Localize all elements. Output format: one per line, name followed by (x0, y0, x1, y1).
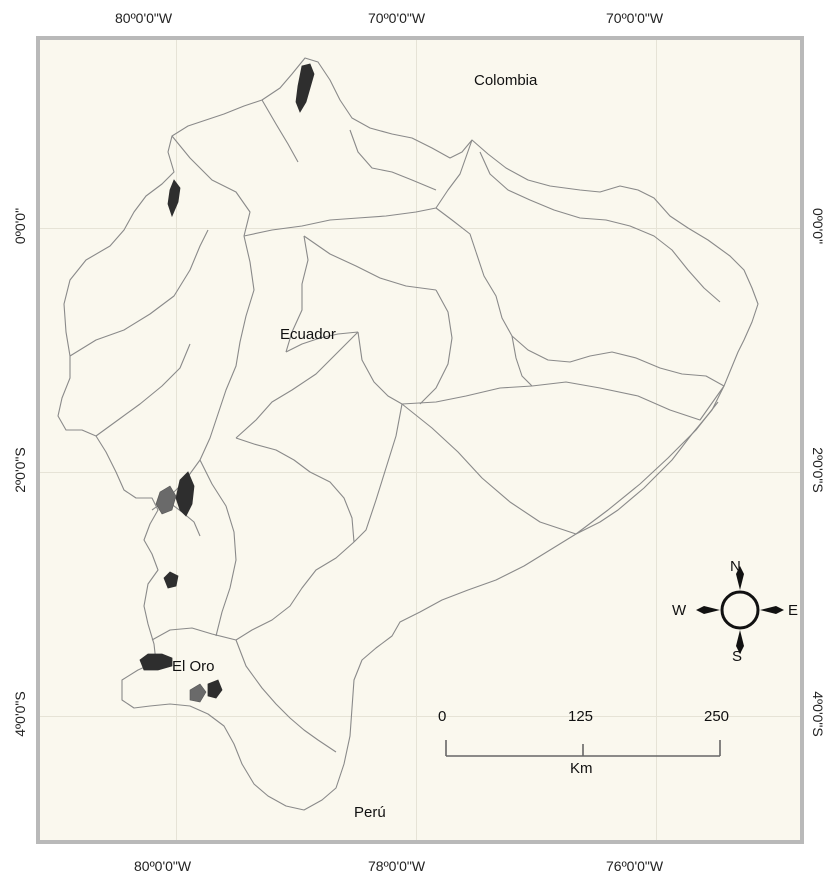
bottom-longitude-label-3: 76º0'0"W (606, 858, 664, 874)
province-border (479, 151, 721, 303)
province-border (69, 229, 209, 357)
province-border (235, 331, 359, 439)
province-border (165, 499, 201, 537)
top-longitude-label-2: 70º0'0"W (368, 10, 426, 26)
province-border (357, 331, 403, 405)
compass-rose (696, 566, 784, 654)
province-border (285, 331, 359, 353)
graticule-line (176, 40, 177, 840)
graticule-line (40, 716, 800, 717)
shaded-feature (155, 485, 177, 515)
shaded-feature (175, 471, 195, 517)
left-latitude-label-3: 4º0'0"S (12, 691, 28, 737)
left-latitude-label-1: 0º0'0" (12, 207, 28, 245)
province-border (511, 335, 533, 387)
province-border (171, 135, 251, 237)
right-latitude-label-1: 0º0'0" (810, 207, 826, 245)
label-colombia: Colombia (474, 72, 538, 89)
shaded-feature (189, 683, 207, 703)
shaded-feature (207, 679, 223, 699)
graticule-line (656, 40, 657, 840)
province-border (401, 381, 725, 421)
province-border (349, 129, 437, 191)
province-border (303, 235, 437, 291)
province-border (235, 541, 355, 641)
province-border (235, 639, 337, 753)
province-border (151, 627, 237, 641)
shaded-feature (167, 179, 181, 218)
top-longitude-label-1: 80º0'0"W (115, 10, 173, 26)
province-border (435, 207, 477, 253)
province-border (419, 289, 453, 405)
province-border (353, 403, 403, 543)
province-border (475, 251, 725, 387)
graticule-line (416, 40, 417, 840)
top-longitude-label-3: 70º0'0"W (606, 10, 664, 26)
province-border (401, 403, 577, 535)
map-frame: Colombia Ecuador El Oro Perú N S E W 0 1… (36, 36, 804, 844)
province-border (235, 437, 355, 543)
province-border (95, 343, 191, 437)
province-border (261, 99, 299, 163)
country-outline (57, 57, 759, 811)
label-ecuador: Ecuador (280, 326, 336, 343)
right-latitude-label-2: 2º0'0"S (810, 447, 826, 493)
scale-tick-250: 250 (704, 708, 730, 725)
shaded-feature (163, 571, 179, 589)
graticule-line (40, 228, 800, 229)
right-latitude-label-3: 4º0'0"S (810, 691, 826, 737)
scale-tick-0: 0 (438, 708, 447, 725)
bottom-longitude-label-2: 78º0'0"W (368, 858, 426, 874)
province-border (199, 459, 237, 637)
bottom-longitude-label-1: 80º0'0"W (134, 858, 192, 874)
scale-tick-125: 125 (568, 708, 594, 725)
peru-border (575, 401, 719, 535)
province-border (243, 207, 437, 237)
compass-north: N (730, 558, 741, 575)
graticule-line (40, 472, 800, 473)
scale-unit: Km (570, 760, 593, 777)
compass-west: W (672, 602, 687, 619)
label-el-oro: El Oro (172, 658, 215, 675)
compass-south: S (732, 648, 743, 665)
province-border (435, 139, 473, 209)
label-peru: Perú (354, 804, 386, 821)
province-border (285, 235, 309, 353)
province-border (151, 235, 255, 511)
shaded-feature (139, 653, 173, 671)
compass-east: E (788, 602, 799, 619)
scale-bar (445, 740, 721, 757)
shaded-feature (295, 63, 315, 113)
left-latitude-label-2: 2º0'0"S (12, 447, 28, 493)
ecuador-map (57, 57, 784, 811)
